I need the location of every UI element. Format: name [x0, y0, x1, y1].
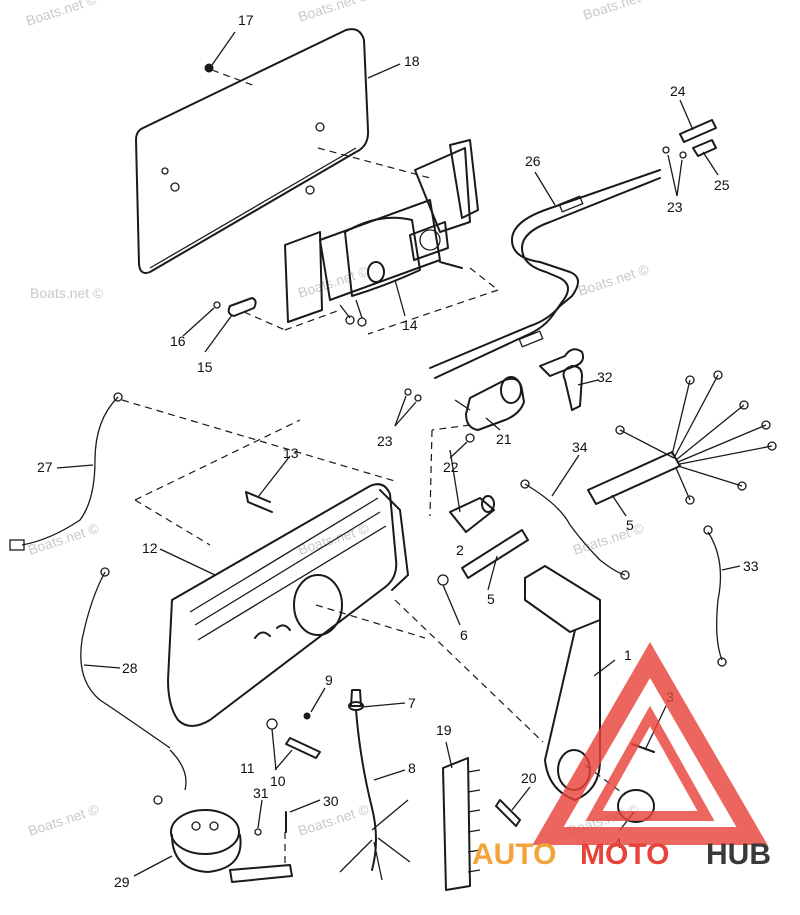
sleeve-5	[461, 529, 529, 579]
cable-end-25	[692, 139, 717, 157]
bracket-15	[227, 297, 257, 317]
callout-15: 15	[197, 359, 213, 375]
nut-31	[254, 828, 262, 836]
grommet-7	[348, 689, 364, 711]
screw-17	[204, 63, 214, 73]
control-cables	[429, 169, 661, 379]
logo-auto: AUTO	[472, 838, 556, 871]
watermark: Boats.net ©	[571, 520, 646, 558]
callout-12: 12	[142, 540, 158, 556]
callout-26: 26	[525, 153, 541, 169]
nut-22	[465, 433, 475, 443]
callout-33: 33	[743, 558, 759, 574]
callout-25: 25	[714, 177, 730, 193]
callout-6: 6	[460, 627, 468, 643]
callout-9: 9	[325, 672, 333, 688]
callout-11: 11	[240, 760, 255, 776]
callout-7: 7	[408, 695, 416, 711]
logo-hub: HUB	[706, 838, 771, 871]
watermark: Boats.net ©	[26, 520, 101, 558]
watermark: Boats.net ©	[581, 0, 656, 23]
nuts-23-top	[662, 146, 687, 159]
screw-9	[303, 712, 311, 720]
callout-31: 31	[253, 785, 269, 801]
automotohub-logo: AUTO MOTO HUB	[472, 642, 771, 871]
watermark: Boats.net ©	[30, 285, 104, 301]
callout-1: 1	[624, 647, 632, 663]
callout-21: 21	[496, 431, 512, 447]
callout-29: 29	[114, 874, 130, 890]
callout-23-mid: 23	[377, 433, 393, 449]
callout-16: 16	[170, 333, 186, 349]
callout-14: 14	[402, 317, 418, 333]
callout-2: 2	[456, 542, 464, 558]
wire-8	[339, 709, 411, 881]
callout-19: 19	[436, 722, 452, 738]
watermark: Boats.net ©	[296, 0, 371, 25]
ignition-switch	[454, 376, 525, 431]
wire-28	[80, 567, 187, 805]
callout-13: 13	[283, 445, 299, 461]
callout-24: 24	[670, 83, 686, 99]
callouts: 17 18 14 15 16 26 24 25 23 32 21 23 22 3…	[37, 12, 759, 890]
washer-6	[437, 574, 449, 586]
terminal-block-19	[442, 757, 481, 891]
wiring-harness	[587, 370, 777, 505]
cable-end-24	[679, 119, 717, 143]
watermark: Boats.net ©	[296, 263, 371, 301]
callout-5-sleeve: 5	[487, 591, 495, 607]
watermark: Boats.net ©	[576, 261, 651, 299]
washer-11	[266, 718, 278, 730]
screw-20	[495, 799, 521, 827]
callout-34: 34	[572, 439, 588, 455]
control-housing	[167, 483, 409, 727]
jumper-wire-34	[520, 479, 630, 580]
leader-lines	[56, 31, 741, 877]
keys	[539, 348, 585, 411]
callout-23-top: 23	[667, 199, 683, 215]
callout-20: 20	[521, 770, 537, 786]
callout-10: 10	[270, 773, 286, 789]
nuts-23-mid	[404, 388, 422, 402]
logo-moto: MOTO	[580, 838, 669, 871]
callout-5-harness: 5	[626, 517, 634, 533]
horn-29	[170, 809, 293, 883]
callout-8: 8	[408, 760, 416, 776]
callout-30: 30	[323, 793, 339, 809]
knob-4	[617, 789, 655, 823]
bolt-10	[285, 737, 321, 759]
callout-22: 22	[443, 459, 459, 475]
callout-17: 17	[238, 12, 254, 28]
switch-2	[449, 495, 495, 533]
callout-18: 18	[404, 53, 420, 69]
callout-32: 32	[597, 369, 613, 385]
mounting-plate	[135, 28, 370, 274]
watermark: Boats.net ©	[26, 801, 101, 839]
ground-wire-27	[9, 392, 123, 551]
wire-33	[703, 525, 727, 667]
callout-27: 27	[37, 459, 53, 475]
watermark: Boats.net ©	[24, 0, 99, 29]
control-mechanism	[284, 139, 479, 327]
callout-28: 28	[122, 660, 138, 676]
washer-16	[213, 301, 221, 309]
